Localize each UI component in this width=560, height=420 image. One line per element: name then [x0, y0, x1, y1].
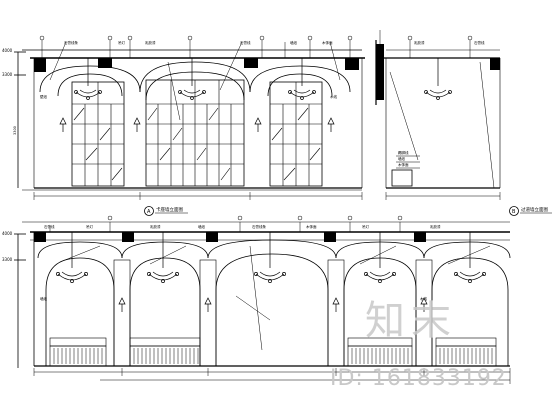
elevation-c: 石膏线 吊灯 乳胶漆 墙纸 石膏线条 木饰面 吊灯 乳胶漆 墙纸 木线: [14, 215, 511, 384]
svg-text:吊灯: 吊灯: [362, 224, 370, 229]
svg-text:乳胶漆: 乳胶漆: [150, 224, 161, 229]
svg-text:木线: 木线: [420, 296, 428, 301]
svg-text:石膏线条: 石膏线条: [252, 224, 266, 229]
elevation-a: 石膏线条 吊灯 乳胶漆 石膏线 墙纸 木饰面 壁纸 木线 3300: [13, 35, 365, 216]
level-mid-a: 3300: [2, 72, 13, 77]
svg-text:石膏线条: 石膏线条: [64, 40, 78, 45]
caption-b: 过道墙立面图: [521, 206, 548, 213]
level-top-a: 4000: [2, 48, 13, 53]
svg-text:墙纸: 墙纸: [398, 156, 406, 161]
level-mid-c: 3300: [2, 257, 13, 262]
caption-a: 卡座墙立面图: [156, 206, 183, 213]
svg-text:壁纸: 壁纸: [40, 94, 47, 99]
svg-text:乳胶漆: 乳胶漆: [414, 40, 425, 45]
marker-b-letter: B: [512, 209, 516, 215]
elevation-b: 乳胶漆 石膏线 踢脚线 墙纸 木饰面: [375, 30, 552, 216]
svg-text:墙纸: 墙纸: [290, 40, 298, 45]
svg-text:木饰面: 木饰面: [322, 40, 333, 45]
elevation-b-marker: [509, 206, 519, 216]
svg-text:木饰面: 木饰面: [398, 162, 409, 167]
svg-text:木饰面: 木饰面: [306, 224, 317, 229]
watermark-logo: 知末: [365, 298, 457, 344]
svg-text:乳胶漆: 乳胶漆: [430, 224, 441, 229]
watermark-id: ID: 161833192: [330, 366, 507, 391]
svg-text:墙纸: 墙纸: [198, 224, 205, 229]
svg-text:石膏线: 石膏线: [44, 224, 55, 229]
svg-text:木线: 木线: [330, 94, 338, 99]
marker-a-letter: A: [147, 209, 151, 215]
svg-text:乳胶漆: 乳胶漆: [145, 40, 156, 45]
svg-text:3300: 3300: [13, 126, 17, 135]
elevation-a-marker: [144, 206, 154, 216]
svg-text:石膏线: 石膏线: [474, 40, 485, 45]
level-top-c: 4000: [2, 231, 13, 236]
svg-text:踢脚线: 踢脚线: [398, 150, 409, 155]
svg-text:吊灯: 吊灯: [86, 224, 93, 229]
svg-text:吊灯: 吊灯: [118, 40, 125, 45]
svg-text:墙纸: 墙纸: [40, 296, 47, 301]
svg-text:石膏线: 石膏线: [240, 40, 251, 45]
